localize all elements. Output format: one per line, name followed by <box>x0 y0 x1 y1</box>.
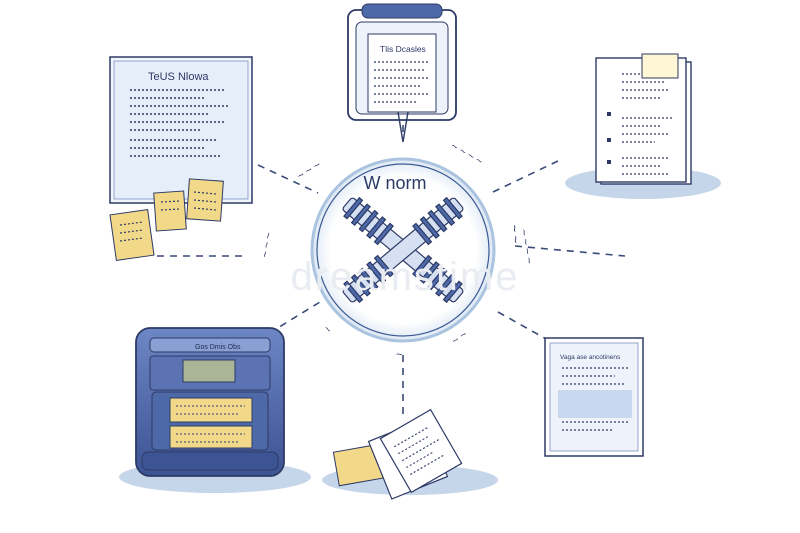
bottom-right-document: Vaga ase ancotinens <box>544 337 644 457</box>
bottom-left-printer: Gos Dmis Obs <box>119 327 311 493</box>
center-ring-inner <box>316 163 490 337</box>
connector-top-left <box>257 164 319 194</box>
connector-bottom-right <box>497 311 549 341</box>
cross-icon <box>342 196 464 304</box>
scribble-label: ~ ~ ~ <box>259 231 275 258</box>
watermark: dreamstime <box>290 255 520 299</box>
bag-document-title: Tlis Dcasles <box>380 44 426 54</box>
center-hub: W norm <box>310 157 496 343</box>
scribble-label: ~ ~ ~ <box>295 159 323 183</box>
top-center-bag: Tlis Dcasles <box>347 3 457 143</box>
document-text-lines <box>130 89 230 157</box>
bottom-right-doc-title: Vaga ase ancotinens <box>560 354 621 361</box>
top-left-document: TeUS Nlowa <box>109 56 253 261</box>
scribble-label: ~ ~ ~ ~ <box>449 140 485 168</box>
right-side-label: ~ ~ <box>507 224 524 244</box>
scribble-label: ~ ~ <box>450 329 470 348</box>
printer-display <box>182 359 236 383</box>
sticky-notes <box>109 178 224 261</box>
center-title: W norm <box>364 173 427 193</box>
scribble-label: ~ <box>321 323 334 336</box>
top-right-document <box>565 53 721 199</box>
scribble-label: ~ <box>396 349 402 361</box>
document-title: TeUS Nlowa <box>148 71 209 83</box>
printer-panel-label: Gos Dmis Obs <box>195 344 241 351</box>
connector-top-right <box>492 159 561 193</box>
bottom-center-papers <box>322 408 498 500</box>
connector-right <box>514 245 626 257</box>
scribble-label: ~ ~ ~ ~ <box>517 228 535 264</box>
